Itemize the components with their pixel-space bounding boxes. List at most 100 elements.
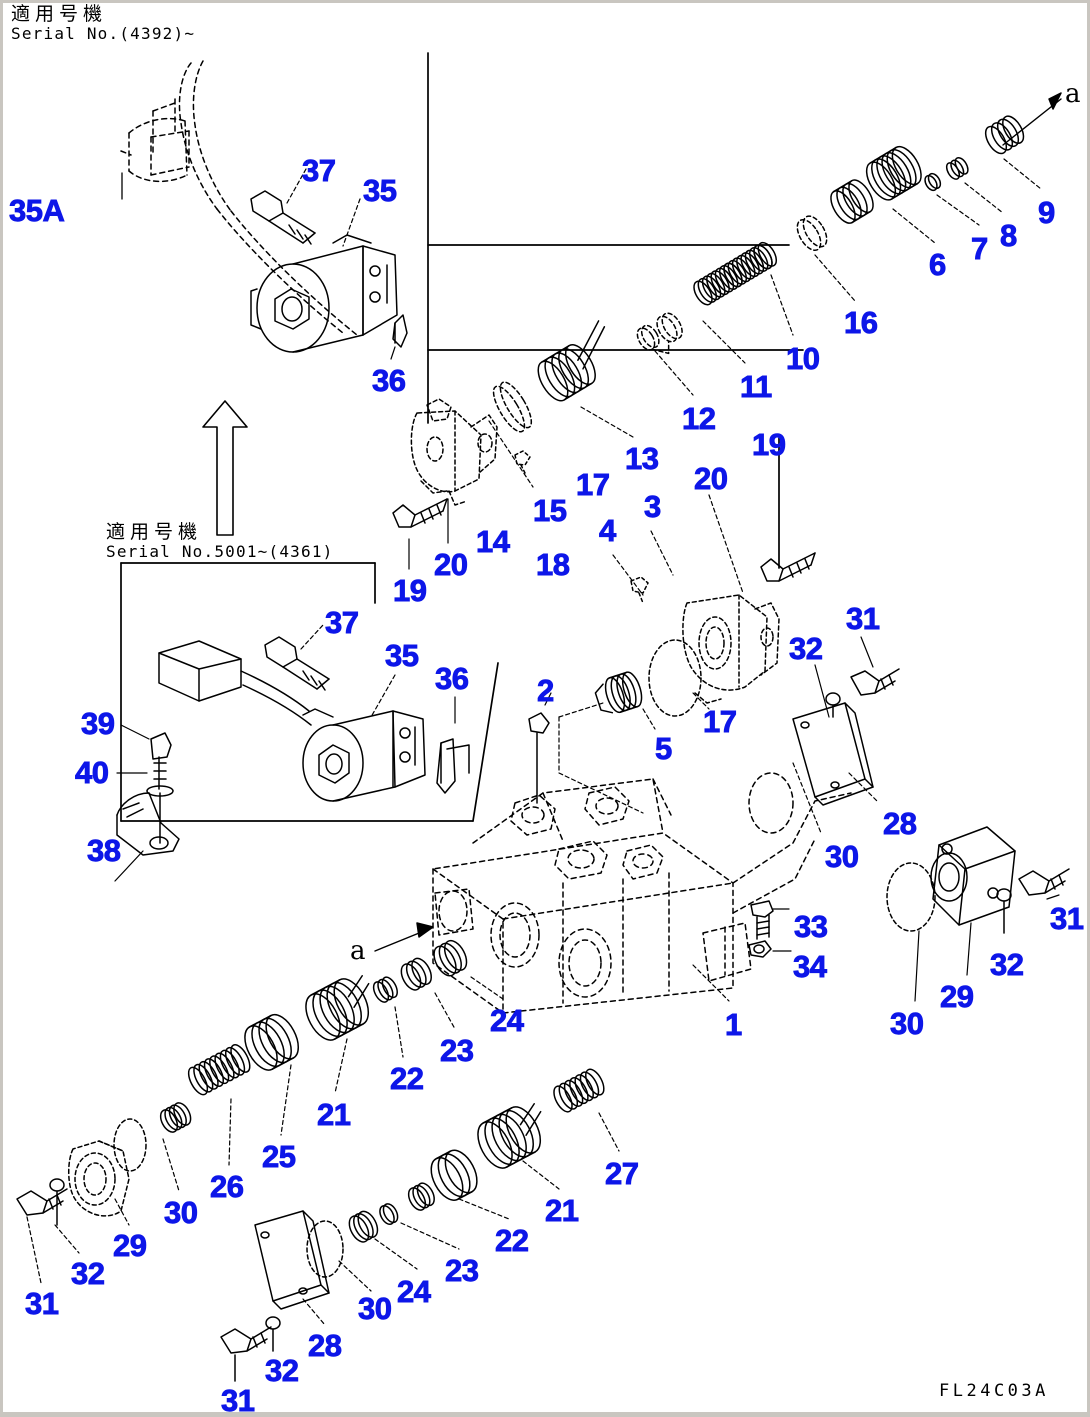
screw-33 bbox=[750, 900, 774, 940]
main-valve-body bbox=[432, 772, 852, 1014]
part-callout-1: 1 bbox=[725, 1007, 743, 1042]
serial-note-inset: 適用号機 Serial No.5001~(4361) bbox=[106, 521, 334, 561]
part-callout-29a: 29 bbox=[113, 1228, 148, 1263]
part-callout-31d: 31 bbox=[221, 1383, 256, 1417]
leader-17b bbox=[692, 692, 710, 710]
part-callout-31a: 31 bbox=[846, 601, 881, 636]
part-callout-12: 12 bbox=[682, 401, 717, 436]
part-callout-21a: 21 bbox=[317, 1097, 352, 1132]
spool-assembly-upper bbox=[492, 115, 1025, 474]
serial-note-inset-en: Serial No.5001~(4361) bbox=[106, 541, 334, 561]
part-callout-32b: 32 bbox=[990, 947, 1025, 982]
leader-37-top bbox=[286, 168, 307, 204]
part-callout-25: 25 bbox=[262, 1139, 297, 1174]
washer-32-upper-right bbox=[825, 692, 841, 718]
section-arrow-a-top bbox=[1002, 92, 1062, 146]
part-callout-22b: 22 bbox=[495, 1223, 530, 1258]
part-callout-36a: 36 bbox=[372, 363, 407, 398]
part-callout-15: 15 bbox=[533, 493, 568, 528]
part-callout-6: 6 bbox=[929, 247, 947, 282]
part-callout-19b: 19 bbox=[752, 427, 787, 462]
leader-group-left-cap bbox=[408, 498, 449, 570]
bracket-38-assembly bbox=[116, 732, 180, 856]
section-letter: a bbox=[1065, 79, 1081, 109]
part-callout-35a: 35 bbox=[363, 173, 398, 208]
leader-group-38 bbox=[114, 724, 150, 882]
bracket-36-bottom bbox=[436, 738, 470, 794]
part-callout-16: 16 bbox=[844, 305, 879, 340]
part-callout-21b: 21 bbox=[545, 1193, 580, 1228]
part-callout-23a: 23 bbox=[440, 1033, 475, 1068]
leader-1 bbox=[692, 964, 730, 1002]
part-callout-24a: 24 bbox=[490, 1003, 525, 1038]
part-callout-36b: 36 bbox=[435, 661, 470, 696]
section-letter: a bbox=[350, 936, 366, 966]
end-cap-29-right bbox=[930, 826, 1016, 926]
part-callout-33: 33 bbox=[794, 909, 829, 944]
part-callout-29b: 29 bbox=[940, 979, 975, 1014]
part-callout-38: 38 bbox=[87, 833, 122, 868]
pin-15 bbox=[514, 450, 531, 474]
leader-group-lower-left bbox=[26, 976, 504, 1284]
leader-36-top bbox=[390, 346, 396, 360]
part-callout-20a: 20 bbox=[434, 547, 469, 582]
part-callout-37b: 37 bbox=[325, 605, 360, 640]
part-callout-8: 8 bbox=[1000, 218, 1018, 253]
part-5-plug bbox=[594, 671, 643, 714]
leader-group-33-34 bbox=[772, 908, 792, 952]
bolt-20-left bbox=[392, 498, 448, 528]
leader-group-right-cap-bolts bbox=[914, 894, 1060, 1002]
part-callout-2: 2 bbox=[537, 673, 555, 708]
part-callout-28b: 28 bbox=[308, 1328, 343, 1363]
part-callout-19a: 19 bbox=[393, 573, 428, 608]
pedal-linkage-35A bbox=[120, 60, 358, 336]
oring-17 bbox=[648, 639, 702, 717]
part-callout-30d: 30 bbox=[358, 1291, 393, 1326]
leader-group-upper bbox=[488, 158, 1042, 488]
part-callout-22a: 22 bbox=[390, 1061, 425, 1096]
washer-32-right bbox=[996, 888, 1012, 934]
serial-note-inset-jp: 適用号機 bbox=[106, 521, 203, 543]
leader-group-right-cap bbox=[612, 494, 744, 596]
part-callout-37a: 37 bbox=[302, 153, 337, 188]
part-callout-30a: 30 bbox=[825, 839, 860, 874]
serial-note-top-jp: 適用号機 bbox=[11, 3, 108, 25]
bolt-37-top bbox=[250, 190, 316, 245]
part-callout-3: 3 bbox=[644, 489, 662, 524]
part-callout-5: 5 bbox=[655, 731, 673, 766]
spool-train-lower-center bbox=[220, 1068, 605, 1382]
section-arrow-a-bottom bbox=[374, 922, 434, 952]
part-callout-14: 14 bbox=[476, 524, 511, 559]
valve-cap-left bbox=[410, 398, 498, 506]
part-callout-35b: 35 bbox=[385, 638, 420, 673]
oring-30-right bbox=[886, 862, 936, 932]
part-callout-32a: 32 bbox=[789, 631, 824, 666]
valve-cap-right bbox=[682, 594, 780, 704]
part-callout-32c: 32 bbox=[71, 1256, 106, 1291]
pin-4 bbox=[630, 576, 649, 604]
part-callout-20b: 20 bbox=[694, 461, 729, 496]
part-callout-17a: 17 bbox=[576, 467, 611, 502]
part-callout-18: 18 bbox=[536, 547, 571, 582]
part-callout-35A: 35A bbox=[9, 193, 66, 228]
solenoid-35-top bbox=[250, 234, 398, 353]
leader-35-top bbox=[342, 198, 361, 247]
part-callout-27: 27 bbox=[605, 1156, 640, 1191]
part-callout-26: 26 bbox=[210, 1169, 245, 1204]
part-callout-11: 11 bbox=[740, 369, 773, 404]
technical-line-art bbox=[16, 52, 1070, 1382]
part-callout-32d: 32 bbox=[265, 1353, 300, 1388]
part-callout-30b: 30 bbox=[890, 1006, 925, 1041]
drawing-number: FL24C03A bbox=[939, 1381, 1049, 1401]
part-callout-30c: 30 bbox=[164, 1195, 199, 1230]
bracket-36-top bbox=[392, 314, 408, 348]
leader-37-bottom bbox=[300, 624, 324, 650]
projection-lines bbox=[120, 52, 804, 822]
bolt-37-bottom bbox=[264, 636, 330, 691]
direction-arrow bbox=[202, 400, 248, 536]
washer-34 bbox=[748, 940, 772, 958]
leader-group-lower-center bbox=[302, 1112, 620, 1326]
part-2-plug bbox=[528, 712, 550, 804]
part-callout-4: 4 bbox=[599, 513, 617, 548]
